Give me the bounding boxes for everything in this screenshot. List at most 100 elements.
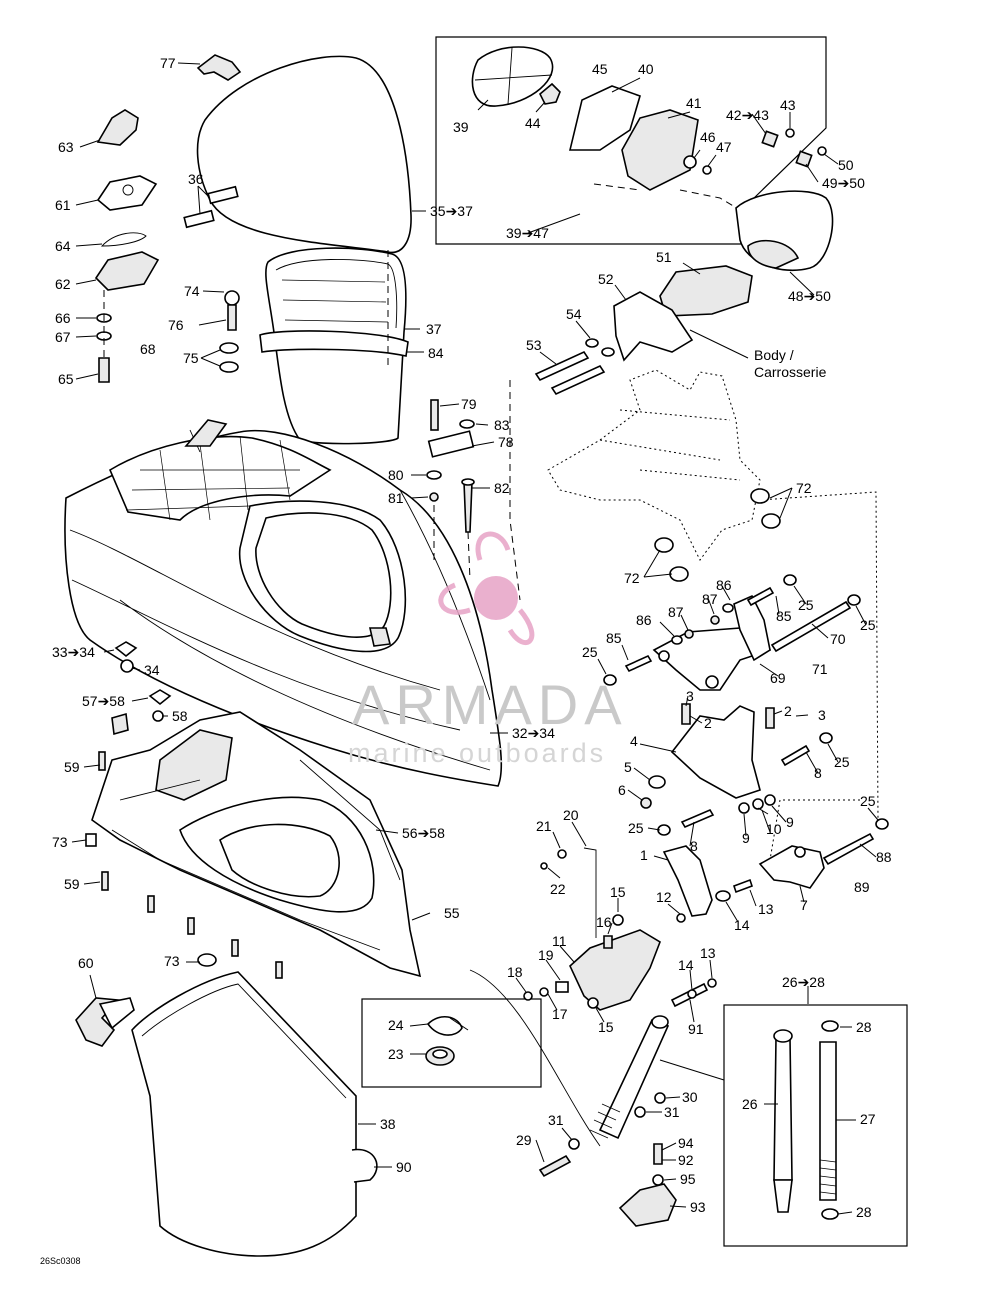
callout: 12 bbox=[656, 889, 672, 905]
bolt-65 bbox=[98, 357, 110, 383]
callout: 31 bbox=[548, 1112, 564, 1128]
rod-20 bbox=[583, 847, 597, 938]
callout: 73 bbox=[52, 834, 68, 850]
callout: 94 bbox=[678, 1135, 694, 1151]
pin-82 bbox=[463, 481, 473, 533]
callout: 4 bbox=[630, 733, 638, 749]
bin-hatching bbox=[281, 279, 389, 323]
screw-frame-2 bbox=[187, 917, 195, 935]
callout: 16 bbox=[596, 914, 612, 930]
callout: 65 bbox=[58, 371, 74, 387]
mount-72-c bbox=[654, 537, 674, 553]
callout: 39➔47 bbox=[506, 225, 549, 241]
lens-39 bbox=[471, 46, 554, 107]
headlight-dash-lines bbox=[593, 183, 741, 211]
callout: 66 bbox=[55, 310, 71, 326]
callout: 25 bbox=[798, 597, 814, 613]
callout: 2 bbox=[784, 703, 792, 719]
callout: 9 bbox=[742, 830, 750, 846]
callout: 59 bbox=[64, 759, 80, 775]
callout: 82 bbox=[494, 480, 510, 496]
callout: 84 bbox=[428, 345, 444, 361]
callout: 59 bbox=[64, 876, 80, 892]
callout: 8 bbox=[690, 838, 698, 854]
nut-57 bbox=[148, 689, 172, 706]
clamp-24 bbox=[426, 1016, 463, 1036]
washer-75-a bbox=[219, 342, 239, 354]
callout: 80 bbox=[388, 467, 404, 483]
callout: 51 bbox=[656, 249, 672, 265]
callout: 85 bbox=[606, 630, 622, 646]
callout: 14 bbox=[734, 917, 750, 933]
nut-18 bbox=[523, 991, 533, 1001]
callout: 24 bbox=[388, 1017, 404, 1033]
callout: 29 bbox=[516, 1132, 532, 1148]
washer-83 bbox=[459, 419, 475, 429]
base-62 bbox=[94, 251, 160, 291]
washer-5 bbox=[648, 775, 666, 789]
callout: 73 bbox=[164, 953, 180, 969]
washer-86-a bbox=[722, 603, 734, 613]
lower-frame-seat bbox=[219, 823, 340, 898]
frame-outline bbox=[547, 369, 761, 561]
mount-72-a bbox=[750, 488, 770, 504]
gas-spring-27-bellows bbox=[819, 1159, 837, 1195]
callout: 20 bbox=[563, 807, 579, 823]
lower-frame-box bbox=[155, 729, 233, 801]
callout: 72 bbox=[796, 480, 812, 496]
nut-9-a bbox=[738, 802, 750, 814]
hull-tip bbox=[184, 419, 228, 447]
nut-43 bbox=[785, 128, 795, 138]
callout: 41 bbox=[686, 95, 702, 111]
callout: 2 bbox=[704, 715, 712, 731]
callout: 46 bbox=[700, 129, 716, 145]
washer-75-b bbox=[219, 361, 239, 373]
callout: 43 bbox=[780, 97, 796, 113]
callout: 49➔50 bbox=[822, 175, 865, 191]
washer-14-b bbox=[687, 989, 697, 999]
watermark-logo bbox=[438, 531, 535, 645]
plug-73-b bbox=[197, 953, 217, 967]
bushing-25-d bbox=[819, 732, 833, 744]
callout: 78 bbox=[498, 434, 514, 450]
nut-87-b bbox=[684, 629, 694, 639]
hull-lines bbox=[69, 429, 491, 771]
part-callouts: 77 63 61 64 62 66 67 68 65 36 35➔37 74 7… bbox=[52, 55, 892, 1220]
callout: 86 bbox=[636, 612, 652, 628]
callout: 58 bbox=[172, 708, 188, 724]
callout: 44 bbox=[525, 115, 541, 131]
callout: 53 bbox=[526, 337, 542, 353]
hull-cockpit-inner bbox=[255, 512, 392, 638]
latch-63 bbox=[96, 109, 139, 146]
callout: 15 bbox=[598, 1019, 614, 1035]
washer-14-a bbox=[715, 890, 731, 902]
callout: 86 bbox=[716, 577, 732, 593]
screw-79 bbox=[430, 399, 439, 431]
gas-spring-bellows bbox=[589, 1103, 621, 1139]
callout: 87 bbox=[702, 591, 718, 607]
hinge-78 bbox=[427, 430, 475, 458]
plate-40 bbox=[568, 85, 641, 151]
callout: 62 bbox=[55, 276, 71, 292]
clip-28-bottom bbox=[821, 1208, 839, 1220]
callout: 3 bbox=[686, 688, 694, 704]
grommet-46 bbox=[683, 155, 697, 169]
callout: 28 bbox=[856, 1019, 872, 1035]
bolt-53-a bbox=[534, 350, 590, 382]
callout: 74 bbox=[184, 283, 200, 299]
callout: 85 bbox=[776, 608, 792, 624]
bushing-25-f bbox=[875, 818, 889, 830]
seat-clip bbox=[196, 54, 242, 81]
callout: 93 bbox=[690, 1199, 706, 1215]
callout: 75 bbox=[183, 350, 199, 366]
callout: 13 bbox=[700, 945, 716, 961]
callout: 77 bbox=[160, 55, 176, 71]
bolt-8-b bbox=[680, 808, 715, 829]
watermark-brand: ARMADA bbox=[352, 673, 628, 736]
nut-50 bbox=[817, 146, 827, 156]
screw-frame-4 bbox=[275, 961, 283, 979]
leader-lines bbox=[71, 62, 879, 1215]
foam-pad-upper bbox=[207, 185, 239, 205]
callout: 19 bbox=[538, 947, 554, 963]
